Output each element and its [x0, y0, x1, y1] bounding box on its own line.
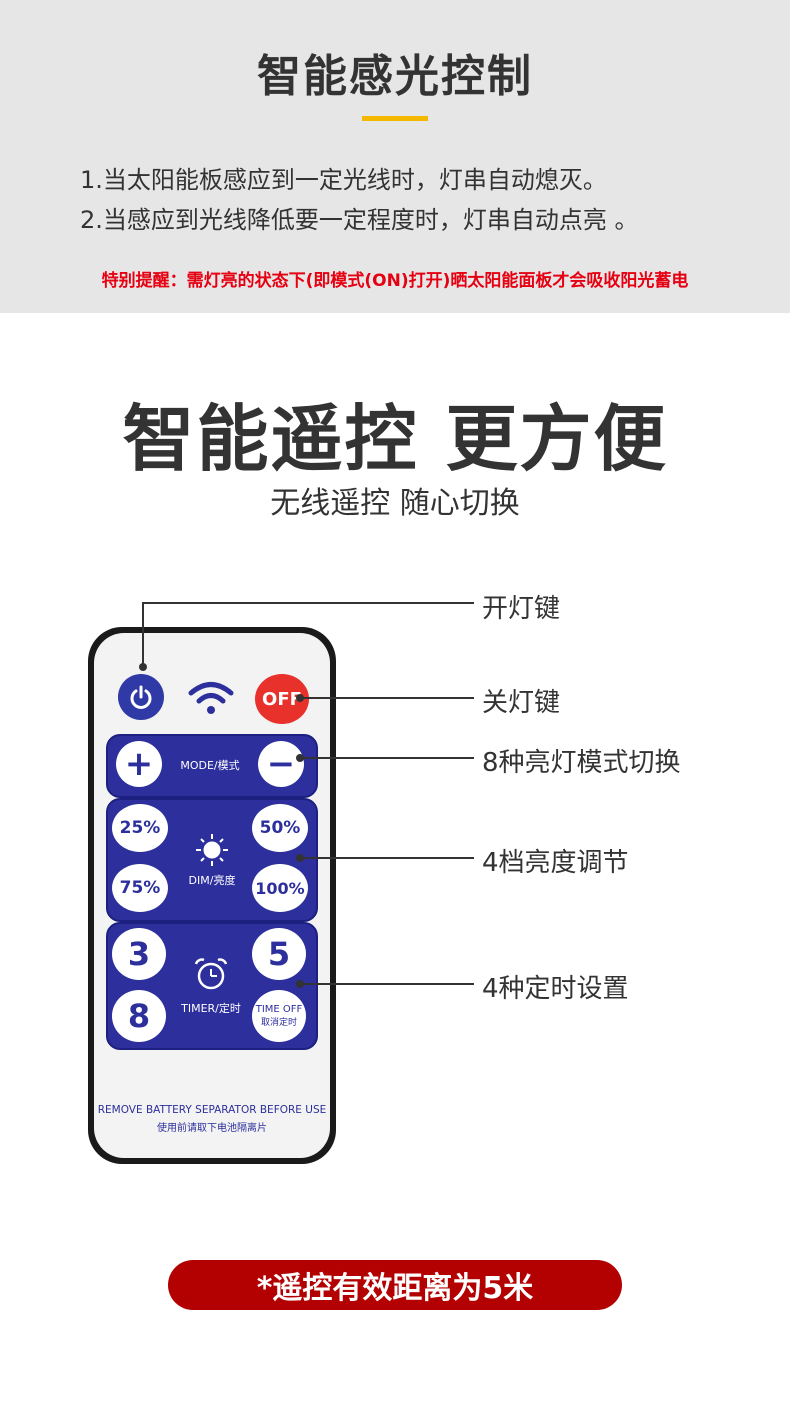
callout-line-mode	[300, 757, 474, 759]
brightness-icon	[196, 834, 228, 866]
remote-title: 智能遥控 更方便	[122, 397, 668, 481]
callout-dot-on	[139, 663, 147, 671]
description-line-1: 1.当太阳能板感应到一定光线时，灯串自动熄灭。	[80, 166, 607, 194]
time-off-cn-label: 取消定时	[260, 1018, 297, 1028]
callout-on-key: 开灯键	[482, 594, 561, 624]
mode-minus-button[interactable]: −	[258, 741, 304, 787]
power-button[interactable]	[118, 674, 164, 720]
separator-note-en: REMOVE BATTERY SEPARATOR BEFORE USE	[97, 1104, 327, 1116]
warning-text: 特别提醒：需灯亮的状态下(即模式(ON)打开)晒太阳能面板才会吸收阳光蓄电	[101, 271, 689, 291]
title-underline	[362, 116, 428, 121]
dim-100-button[interactable]: 100%	[252, 864, 308, 912]
section-title: 智能感光控制	[257, 51, 533, 102]
callout-timer: 4种定时设置	[482, 974, 629, 1004]
timer-5-button[interactable]: 5	[252, 928, 306, 980]
timer-3-button[interactable]: 3	[112, 928, 166, 980]
callout-dot-timer	[296, 980, 304, 988]
separator-note-cn: 使用前请取下电池隔离片	[157, 1123, 267, 1134]
range-note: *遥控有效距离为5米	[168, 1260, 622, 1310]
callout-line-timer	[300, 983, 474, 985]
callout-line-dim	[300, 857, 474, 859]
callout-line-on	[142, 602, 144, 666]
wireless-icon	[188, 682, 234, 714]
callout-line-off	[300, 697, 474, 699]
timer-label: TIMER/定时	[181, 1002, 241, 1015]
power-icon	[130, 685, 152, 709]
time-off-button[interactable]: TIME OFF 取消定时	[252, 990, 306, 1042]
time-off-en-label: TIME OFF	[255, 1004, 303, 1015]
description-line-2: 2.当感应到光线降低要一定程度时，灯串自动点亮 。	[80, 206, 639, 234]
remote-subtitle: 无线遥控 随心切换	[270, 486, 520, 521]
callout-dim: 4档亮度调节	[482, 848, 629, 878]
callout-dot-mode	[296, 754, 304, 762]
callout-dot-off	[296, 694, 304, 702]
top-section	[0, 0, 790, 313]
dim-50-button[interactable]: 50%	[252, 804, 308, 852]
dim-25-button[interactable]: 25%	[112, 804, 168, 852]
callout-dot-dim	[296, 854, 304, 862]
mode-label: MODE/模式	[180, 759, 240, 772]
callout-off-key: 关灯键	[482, 688, 561, 718]
alarm-clock-icon	[194, 958, 228, 990]
timer-8-button[interactable]: 8	[112, 990, 166, 1042]
dim-75-button[interactable]: 75%	[112, 864, 168, 912]
mode-plus-button[interactable]: +	[116, 741, 162, 787]
dim-label: DIM/亮度	[188, 874, 236, 887]
callout-line-on-h	[142, 602, 474, 604]
callout-mode: 8种亮灯模式切换	[482, 748, 681, 778]
